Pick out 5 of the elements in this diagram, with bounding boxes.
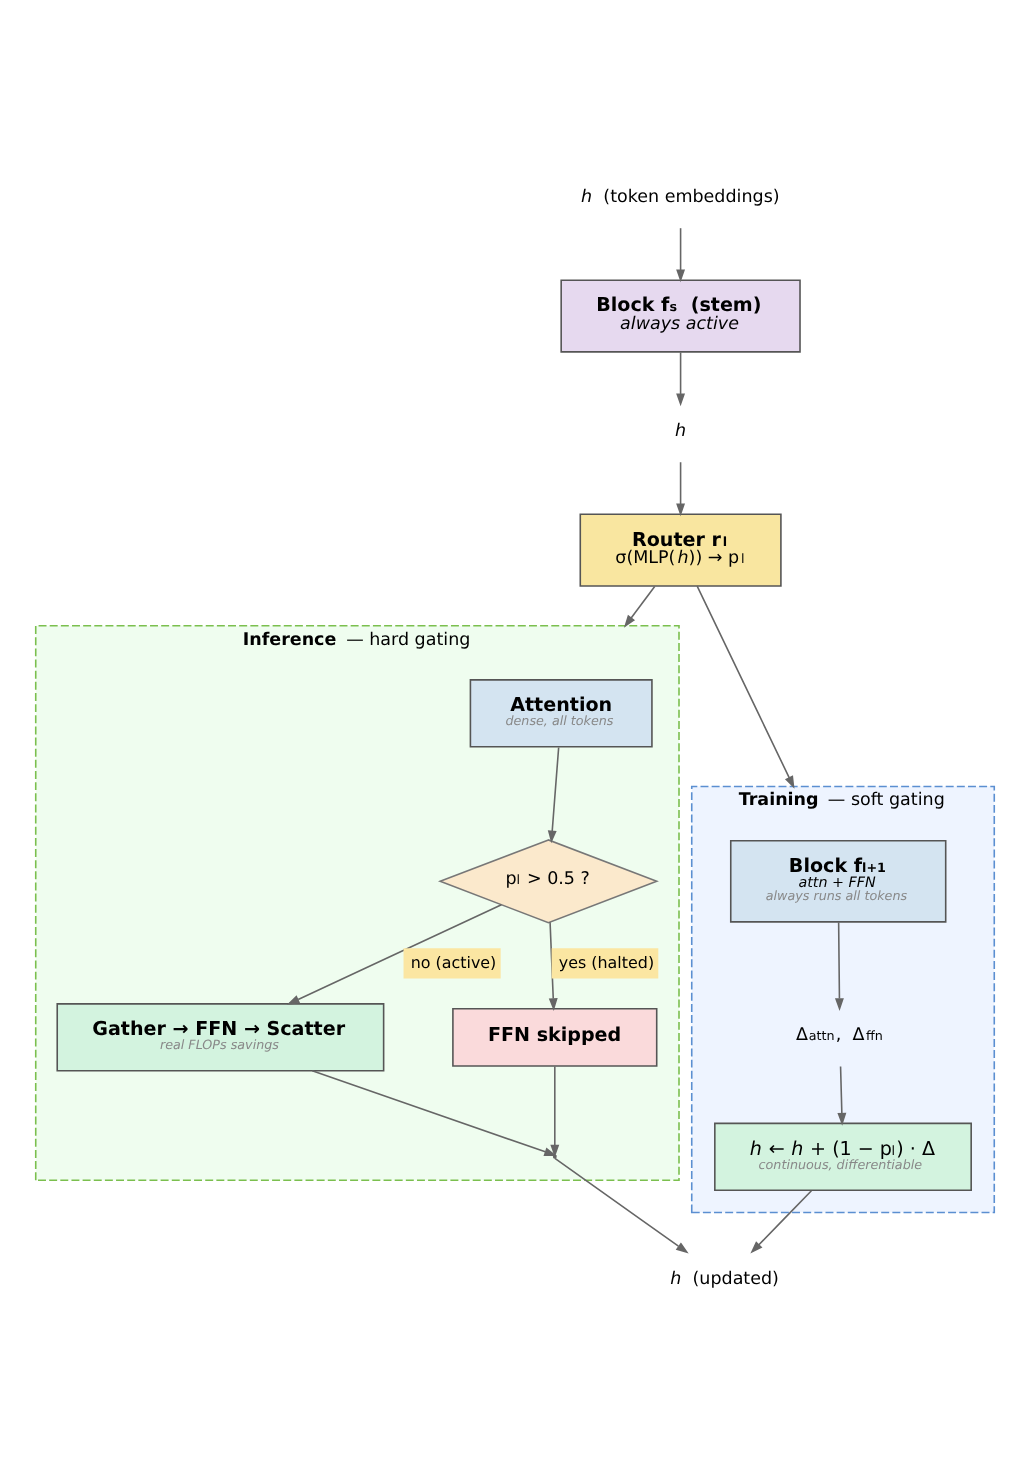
node-text: h (token embeddings)	[581, 187, 780, 208]
node-text: h	[675, 421, 687, 442]
node-text: h (updated)	[670, 1269, 779, 1290]
edge-label: no (active)	[410, 954, 497, 973]
edge-label: yes (halted)	[558, 954, 655, 973]
